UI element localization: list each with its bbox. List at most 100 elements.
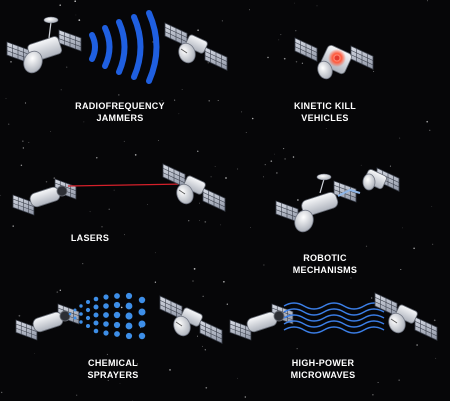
star: [276, 172, 278, 174]
star: [204, 349, 206, 351]
star: [199, 202, 200, 204]
star: [207, 62, 209, 64]
star: [377, 381, 379, 384]
star: [398, 379, 400, 381]
star: [66, 66, 68, 68]
star: [108, 208, 110, 210]
star: [270, 160, 273, 162]
star: [365, 245, 368, 247]
target-satellite-chemical: [160, 296, 222, 343]
starfield: [0, 0, 437, 401]
star: [1, 391, 3, 394]
star: [5, 98, 7, 99]
star: [12, 225, 14, 227]
star: [157, 140, 159, 141]
star: [226, 303, 228, 305]
laser-beam: [67, 183, 186, 187]
star: [264, 164, 266, 166]
star: [136, 363, 139, 365]
star: [221, 20, 223, 22]
star: [101, 226, 103, 228]
star: [267, 56, 269, 59]
star: [45, 181, 48, 183]
star: [181, 88, 183, 91]
star: [120, 306, 123, 309]
star: [8, 123, 10, 125]
star: [28, 142, 30, 144]
star: [263, 264, 265, 266]
label-radiofrequency-jammers: RADIOFREQUENCY JAMMERS: [75, 101, 165, 123]
robotic-target-satellite: [362, 167, 400, 192]
label-robotic-mechanisms: ROBOTIC MECHANISMS: [292, 253, 358, 275]
star: [263, 176, 264, 178]
star: [297, 199, 299, 201]
star: [74, 0, 76, 2]
star: [217, 99, 219, 102]
star: [20, 164, 23, 167]
impact-core: [334, 55, 340, 61]
star: [178, 113, 180, 115]
microwave-beams: [283, 302, 385, 334]
star: [161, 100, 163, 101]
star: [292, 156, 295, 158]
star: [210, 176, 212, 178]
spray-dots: [68, 292, 146, 340]
star: [214, 165, 216, 167]
star: [432, 243, 434, 245]
robotic-attack-satellite: [275, 173, 357, 233]
star: [302, 117, 305, 120]
star: [283, 57, 286, 60]
star: [147, 204, 148, 206]
star: [251, 117, 254, 120]
star: [202, 295, 204, 297]
star: [360, 164, 362, 166]
star: [197, 150, 199, 152]
laser-attack-satellite: [13, 179, 76, 215]
star: [399, 137, 401, 139]
star: [169, 369, 171, 371]
star: [59, 4, 61, 6]
radio-waves: [89, 10, 160, 84]
star: [413, 247, 415, 250]
star: [59, 289, 61, 291]
label-kinetic-kill-vehicles: KINETIC KILL VEHICLES: [293, 101, 357, 123]
star: [373, 70, 375, 73]
star: [237, 377, 238, 379]
star: [371, 297, 373, 299]
star: [429, 129, 431, 131]
star: [75, 14, 77, 16]
star: [201, 345, 204, 347]
star: [241, 111, 243, 113]
star: [199, 219, 200, 221]
star: [295, 61, 298, 63]
star: [416, 344, 418, 346]
star: [197, 29, 199, 32]
star: [427, 0, 428, 2]
microwave-attack-satellite: [230, 304, 293, 340]
star: [433, 319, 436, 322]
star: [124, 234, 125, 236]
star: [76, 394, 78, 396]
star: [244, 396, 246, 398]
star: [237, 168, 239, 170]
star: [188, 220, 190, 222]
star: [431, 205, 433, 207]
label-high-power-microwaves: HIGH-POWER MICROWAVES: [290, 358, 356, 380]
star: [53, 177, 56, 179]
star: [283, 148, 285, 150]
star: [193, 268, 196, 270]
star: [82, 263, 84, 265]
star: [34, 352, 36, 354]
label-chemical-sprayers: CHEMICAL SPRAYERS: [87, 358, 139, 380]
star: [426, 120, 429, 123]
star: [89, 211, 91, 213]
star: [83, 121, 85, 123]
label-lasers: LASERS: [70, 233, 110, 243]
star: [372, 394, 374, 396]
target-satellite-rf: [165, 23, 227, 70]
target-satellite-laser: [163, 164, 225, 211]
star: [22, 147, 24, 149]
star: [249, 9, 250, 11]
star: [322, 255, 324, 257]
star: [118, 94, 120, 96]
